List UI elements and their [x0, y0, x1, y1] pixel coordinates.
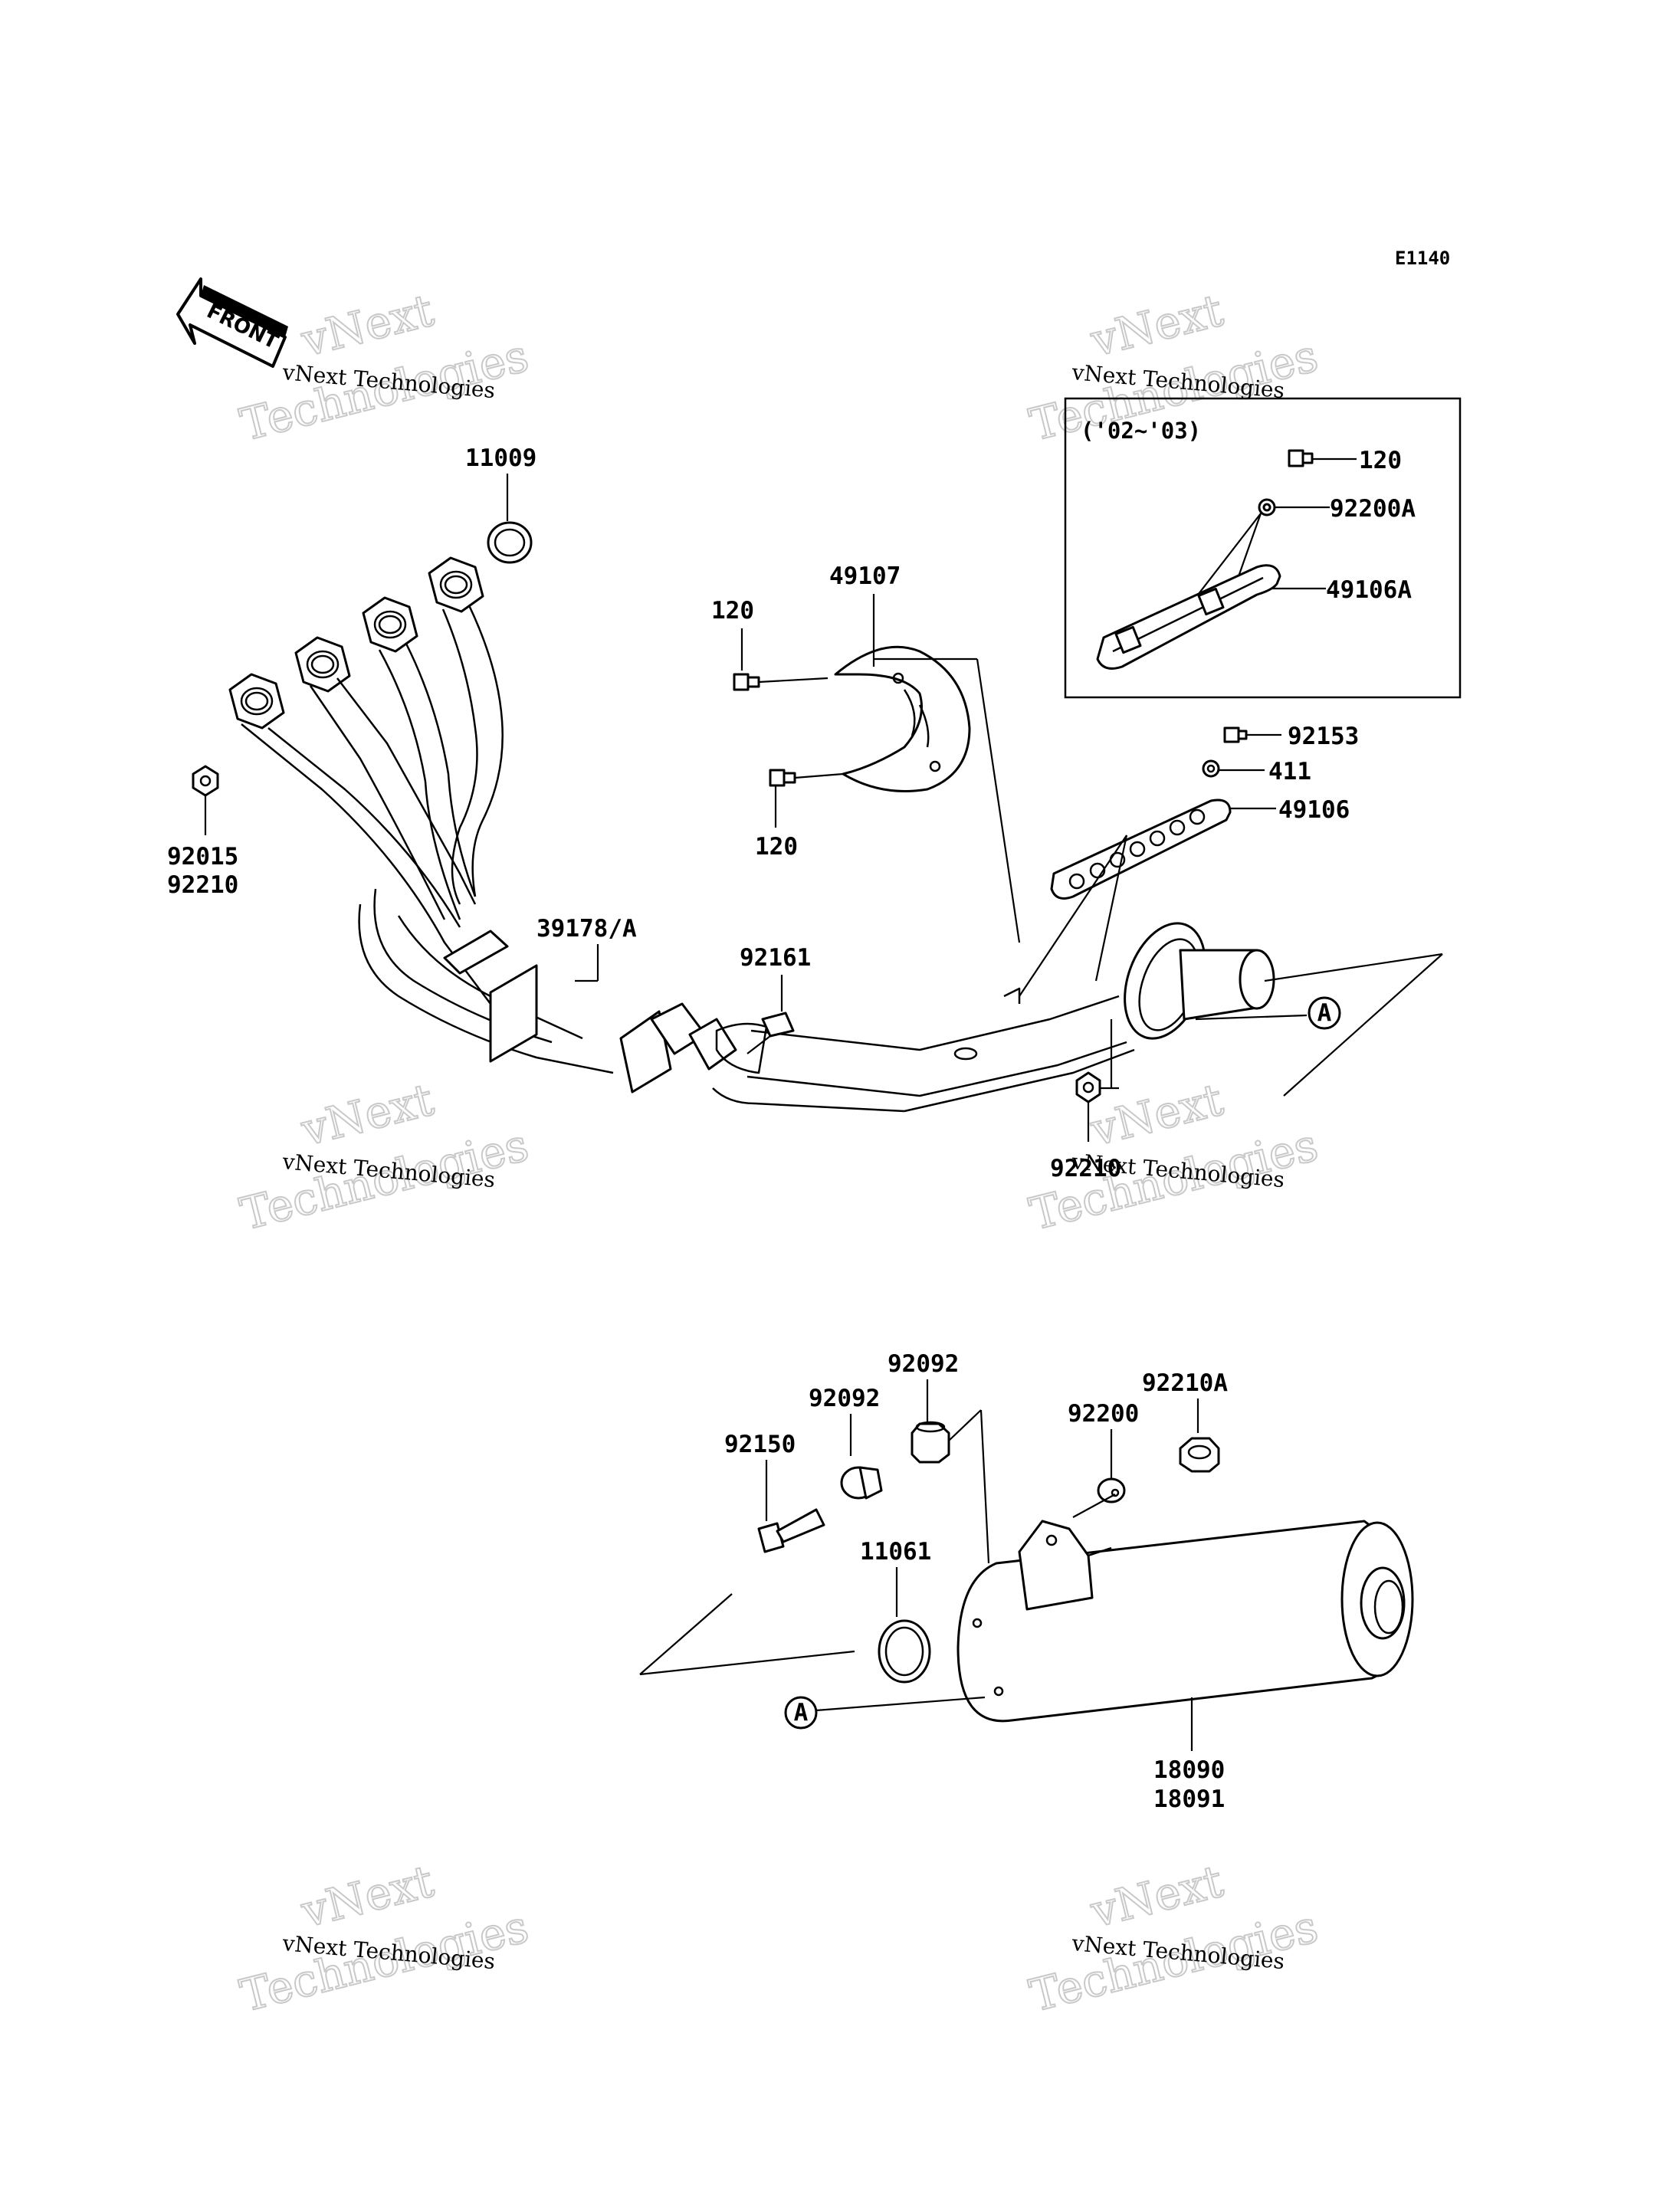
part-label-18090: 18090	[1153, 1756, 1225, 1784]
part-label-92150: 92150	[724, 1431, 796, 1458]
part-label-92153: 92153	[1288, 723, 1359, 750]
part-label-92200: 92200	[1068, 1400, 1139, 1428]
part-label-411: 411	[1268, 758, 1311, 785]
part-label-120-inset: 120	[1359, 447, 1402, 474]
part-label-92210-mid: 92210	[1050, 1155, 1121, 1182]
watermark-bottom-left: vNext Technologies vNext Technologies	[235, 1854, 534, 2023]
reference-marker-A-upper: A	[1308, 996, 1341, 1030]
flange-4	[428, 556, 484, 613]
part-label-120-upper: 120	[711, 597, 754, 625]
bolt-icon	[1288, 449, 1314, 467]
svg-text:A: A	[1317, 999, 1332, 1027]
flange-2	[294, 636, 351, 693]
part-label-49106: 49106	[1278, 796, 1350, 824]
diagram-code: E1140	[1395, 248, 1450, 269]
bolt-icon	[733, 673, 760, 691]
gasket-icon	[878, 1619, 931, 1684]
part-label-92210-left: 92210	[167, 871, 238, 899]
nut-icon	[1075, 1071, 1101, 1103]
part-label-92092-upper: 92092	[888, 1350, 959, 1378]
part-label-18091: 18091	[1153, 1785, 1225, 1813]
part-label-49107: 49107	[829, 562, 901, 590]
part-label-11009: 11009	[465, 444, 536, 472]
part-label-92015: 92015	[167, 843, 238, 871]
washer-icon	[1202, 759, 1220, 778]
heat-guard-inset	[1096, 564, 1281, 670]
part-label-92200A: 92200A	[1330, 495, 1416, 523]
flange-1	[228, 673, 285, 730]
washer-icon	[1097, 1477, 1126, 1503]
part-label-120-lower: 120	[755, 833, 798, 861]
inset-box: ('02~'03) 120 92200A 49106A	[1064, 397, 1462, 699]
clamp-1	[489, 964, 538, 1063]
part-label-92161: 92161	[740, 944, 811, 972]
bolt-icon	[769, 769, 796, 787]
part-label-11061: 11061	[860, 1538, 931, 1566]
label-plate-icon	[761, 1012, 795, 1038]
bolt-icon	[757, 1508, 825, 1553]
flange-3	[362, 596, 418, 653]
part-label-92210A: 92210A	[1142, 1369, 1228, 1397]
inset-note: ('02~'03)	[1081, 418, 1201, 444]
part-label-49106A: 49106A	[1326, 576, 1412, 604]
watermark-bottom-right: vNext Technologies vNext Technologies	[1024, 1854, 1324, 2023]
muffler	[956, 1520, 1414, 1723]
grommet-icon	[911, 1421, 950, 1464]
heat-guard-49107	[834, 645, 971, 792]
part-label-92092-lower: 92092	[809, 1385, 880, 1412]
front-arrow-icon: FRONT	[176, 277, 288, 368]
clamp-2	[619, 1010, 672, 1094]
watermark-mid-left: vNext Technologies vNext Technologies	[235, 1073, 534, 1241]
reference-marker-A-lower: A	[784, 1696, 818, 1730]
nut-icon	[192, 765, 219, 797]
svg-text:A: A	[794, 1699, 809, 1726]
bolt-icon	[1223, 726, 1248, 743]
grommet-icon	[840, 1466, 883, 1500]
part-label-39178A: 39178/A	[536, 915, 637, 943]
watermark-top-left: vNext Technologies vNext Technologies	[235, 284, 534, 452]
exhaust-header-pipes	[228, 556, 1275, 1113]
nut-icon	[1179, 1437, 1220, 1473]
heat-guard-49106	[1050, 798, 1232, 900]
